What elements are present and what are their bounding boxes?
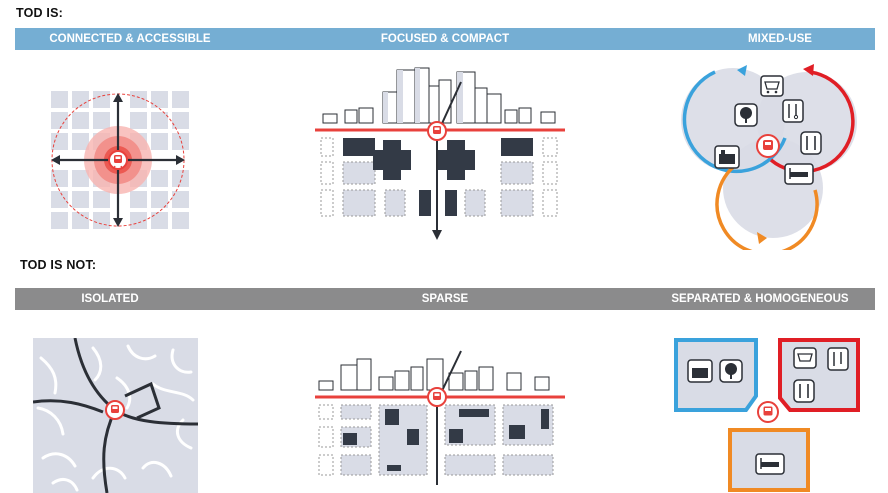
label-connected-accessible: CONNECTED & ACCESSIBLE: [49, 33, 211, 45]
building-icon: [714, 145, 740, 169]
cul-de-sac-streets: [36, 344, 195, 492]
label-mixed-use: MIXED-USE: [748, 33, 812, 45]
label-isolated: ISOLATED: [81, 293, 139, 305]
fork-knife-icon: [800, 131, 822, 155]
bed-icon: [784, 163, 814, 185]
train-station-icon: [757, 401, 779, 423]
ring-blue: [682, 70, 787, 174]
skyline-buildings: [322, 67, 556, 124]
focused-compact-diagram: [315, 67, 565, 240]
train-station-icon: [427, 387, 447, 407]
train-station-icon: [427, 121, 447, 141]
train-station-icon: [108, 150, 128, 170]
mixed-use-diagram: [681, 64, 857, 250]
section-title-tod-is-not: TOD IS NOT:: [20, 258, 97, 272]
dense-blocks: [320, 137, 558, 217]
main-street: [436, 350, 462, 485]
main-street-arrow: [432, 81, 462, 240]
connected-accessible-diagram: [51, 91, 189, 229]
scissors-icon: [782, 99, 804, 123]
isolated-diagram: [33, 338, 198, 493]
sparse-diagram: [315, 350, 565, 485]
sparse-blocks: [318, 404, 554, 476]
zone-blue: [674, 338, 758, 412]
bed-icon: [755, 453, 785, 475]
train-station-icon: [105, 400, 125, 420]
building-icon: [687, 359, 713, 383]
tree-icon: [719, 359, 743, 383]
category-band-tod-is: CONNECTED & ACCESSIBLE FOCUSED & COMPACT…: [15, 28, 875, 50]
train-station-icon: [756, 134, 780, 158]
scissors-icon: [827, 347, 849, 371]
label-sparse: SPARSE: [421, 293, 469, 305]
label-focused-compact: FOCUSED & COMPACT: [380, 33, 510, 45]
ring-orange: [715, 162, 819, 250]
separated-homogeneous-diagram: [674, 338, 860, 492]
shopping-cart-icon: [760, 75, 784, 97]
category-band-tod-is-not: ISOLATED SPARSE SEPARATED & HOMOGENEOUS: [15, 288, 875, 310]
section-title-tod-is: TOD IS:: [16, 6, 64, 20]
tree-icon: [734, 103, 758, 127]
fork-knife-icon: [793, 379, 815, 403]
shopping-cart-icon: [793, 347, 817, 369]
skyline-buildings: [318, 358, 550, 391]
label-separated-homogeneous: SEPARATED & HOMOGENEOUS: [671, 293, 849, 305]
